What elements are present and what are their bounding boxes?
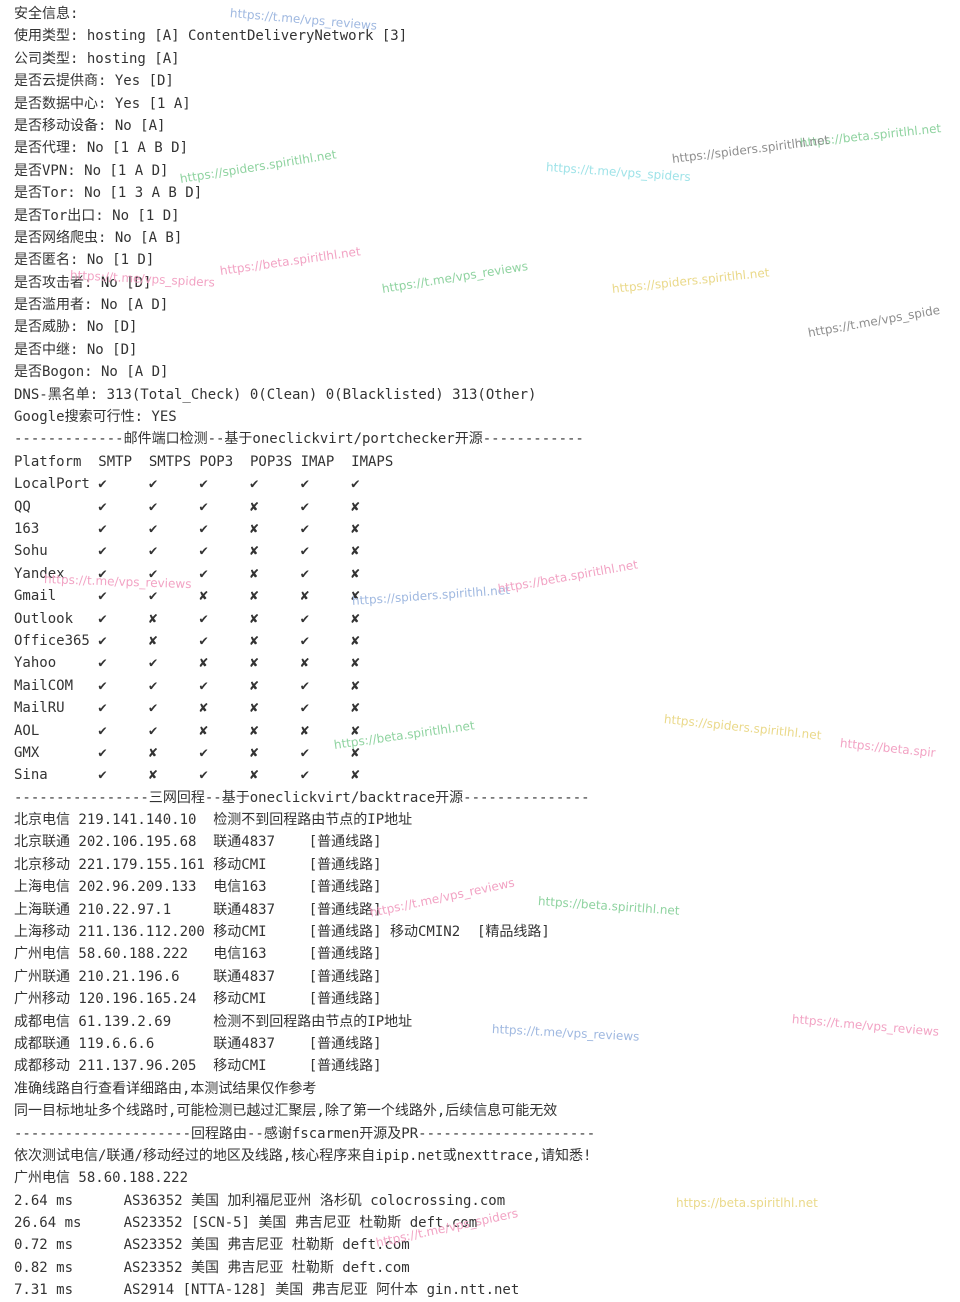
mail-port-table-row: Yahoo ✔ ✔ ✘ ✘ ✘ ✘ [14, 655, 360, 672]
backtrace-row: 成都联通 119.6.6.6 联通4837 [普通线路] [14, 1035, 382, 1052]
backtrace-row: 成都电信 61.139.2.69 检测不到回程路由节点的IP地址 [14, 1013, 413, 1030]
terminal-line: 是否威胁: No [D] [14, 319, 138, 336]
terminal-output: 安全信息: 使用类型: hosting [A] ContentDeliveryN… [14, 3, 954, 1302]
terminal-line: 公司类型: hosting [A] [14, 50, 180, 67]
backtrace-row: 上海电信 202.96.209.133 电信163 [普通线路] [14, 879, 382, 896]
backtrace-row: 广州移动 120.196.165.24 移动CMI [普通线路] [14, 991, 382, 1008]
mail-port-table-row: GMX ✔ ✘ ✔ ✘ ✔ ✘ [14, 744, 360, 761]
terminal-line: 是否数据中心: Yes [1 A] [14, 95, 191, 112]
mail-port-table-header: Platform SMTP SMTPS POP3 POP3S IMAP IMAP… [14, 453, 394, 470]
route-hop: 0.82 ms AS23352 美国 弗吉尼亚 杜勒斯 deft.com [14, 1259, 410, 1276]
mail-port-table-row: MailRU ✔ ✔ ✘ ✘ ✔ ✘ [14, 700, 360, 717]
terminal-line: 是否Tor出口: No [1 D] [14, 207, 180, 224]
mail-port-table-row: Sohu ✔ ✔ ✔ ✘ ✔ ✘ [14, 543, 360, 560]
section-divider: ----------------三网回程--基于oneclickvirt/bac… [14, 789, 590, 806]
terminal-line: 是否中继: No [D] [14, 341, 138, 358]
section-divider: ---------------------回程路由--感谢fscarmen开源及… [14, 1125, 596, 1142]
terminal-line: 同一目标地址多个线路时,可能检测已越过汇聚层,除了第一个线路外,后续信息可能无效 [14, 1103, 558, 1120]
backtrace-row: 上海联通 210.22.97.1 联通4837 [普通线路] [14, 901, 382, 918]
backtrace-row: 北京电信 219.141.140.10 检测不到回程路由节点的IP地址 [14, 812, 413, 829]
mail-port-table-row: AOL ✔ ✔ ✘ ✘ ✘ ✘ [14, 722, 360, 739]
backtrace-row: 广州电信 58.60.188.222 电信163 [普通线路] [14, 946, 382, 963]
mail-port-table-row: MailCOM ✔ ✔ ✔ ✘ ✔ ✘ [14, 677, 360, 694]
mail-port-table-row: 163 ✔ ✔ ✔ ✘ ✔ ✘ [14, 520, 360, 537]
terminal-line: 是否云提供商: Yes [D] [14, 73, 174, 90]
terminal-line: 是否Bogon: No [A D] [14, 364, 169, 381]
route-hop: 7.31 ms AS2914 [NTTA-128] 美国 弗吉尼亚 阿什本 gi… [14, 1282, 520, 1299]
terminal-line: 使用类型: hosting [A] ContentDeliveryNetwork… [14, 28, 408, 45]
backtrace-row: 上海移动 211.136.112.200 移动CMI [普通线路] 移动CMIN… [14, 924, 550, 941]
mail-port-table-row: Outlook ✔ ✘ ✔ ✘ ✔ ✘ [14, 610, 360, 627]
terminal-line: Google搜索可行性: YES [14, 409, 177, 426]
terminal-line: 是否代理: No [1 A B D] [14, 140, 189, 157]
mail-port-table-row: Sina ✔ ✘ ✔ ✘ ✔ ✘ [14, 767, 360, 784]
terminal-line: 是否Tor: No [1 3 A B D] [14, 185, 203, 202]
terminal-line: 是否攻击者: No [D] [14, 274, 152, 291]
terminal-line: DNS-黑名单: 313(Total_Check) 0(Clean) 0(Bla… [14, 386, 537, 403]
terminal-line: 准确线路自行查看详细路由,本测试结果仅作参考 [14, 1080, 317, 1097]
section-divider: -------------邮件端口检测--基于oneclickvirt/port… [14, 431, 584, 448]
mail-port-table-row: QQ ✔ ✔ ✔ ✘ ✔ ✘ [14, 498, 360, 515]
terminal-line: 是否匿名: No [1 D] [14, 252, 155, 269]
terminal-line: 安全信息: [14, 6, 79, 22]
mail-port-table-row: Yandex ✔ ✔ ✔ ✘ ✔ ✘ [14, 565, 360, 582]
route-target: 广州电信 58.60.188.222 [14, 1170, 189, 1187]
terminal-line: 是否网络爬虫: No [A B] [14, 229, 183, 246]
backtrace-row: 广州联通 210.21.196.6 联通4837 [普通线路] [14, 968, 382, 985]
route-hop: 0.72 ms AS23352 美国 弗吉尼亚 杜勒斯 deft.com [14, 1237, 410, 1254]
backtrace-row: 成都移动 211.137.96.205 移动CMI [普通线路] [14, 1058, 382, 1075]
mail-port-table-row: Office365 ✔ ✘ ✔ ✘ ✔ ✘ [14, 632, 360, 649]
terminal-line: 是否滥用者: No [A D] [14, 297, 169, 314]
terminal-line: 依次测试电信/联通/移动经过的地区及线路,核心程序来自ipip.net或next… [14, 1147, 592, 1164]
mail-port-table-row: LocalPort ✔ ✔ ✔ ✔ ✔ ✔ [14, 476, 360, 493]
terminal-line: 是否移动设备: No [A] [14, 117, 166, 134]
terminal-line: 是否VPN: No [1 A D] [14, 162, 169, 179]
route-hop: 2.64 ms AS36352 美国 加利福尼亚州 洛杉矶 colocrossi… [14, 1192, 506, 1209]
backtrace-row: 北京移动 221.179.155.161 移动CMI [普通线路] [14, 856, 382, 873]
route-hop: 26.64 ms AS23352 [SCN-5] 美国 弗吉尼亚 杜勒斯 def… [14, 1215, 478, 1232]
mail-port-table-row: Gmail ✔ ✔ ✘ ✘ ✘ ✘ [14, 588, 360, 605]
backtrace-row: 北京联通 202.106.195.68 联通4837 [普通线路] [14, 834, 382, 851]
